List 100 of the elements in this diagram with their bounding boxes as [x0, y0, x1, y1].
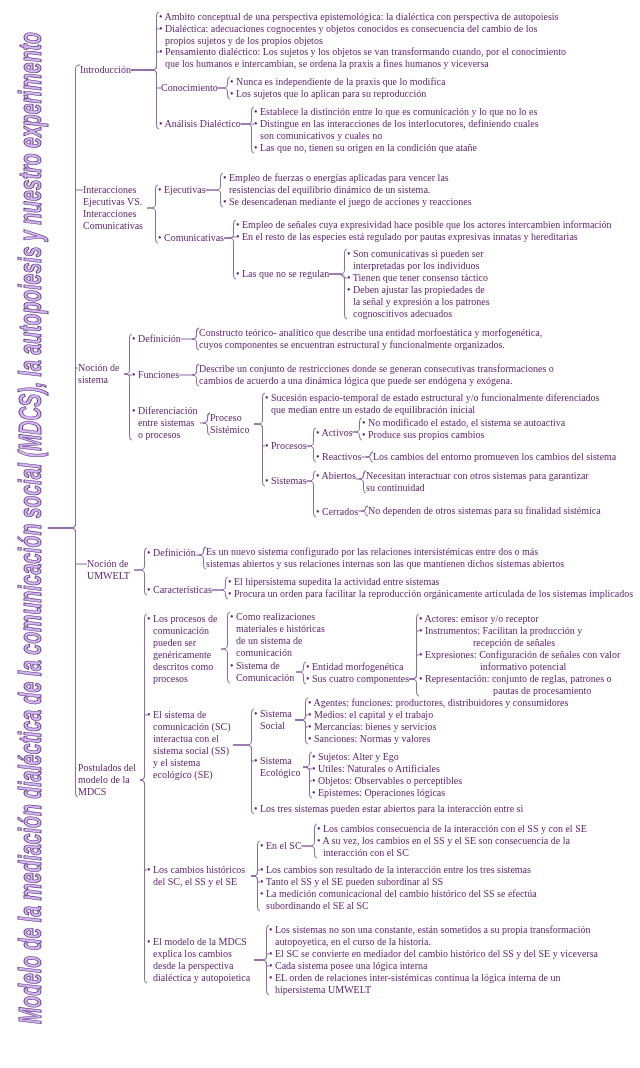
list-item: • Produce sus propios cambios	[362, 429, 485, 441]
curly-brace	[294, 719, 309, 745]
list-item: • En el SC	[260, 840, 302, 852]
curly-brace	[199, 412, 211, 436]
curly-brace	[180, 327, 200, 351]
curly-brace	[328, 273, 348, 320]
curly-brace	[306, 480, 317, 518]
description-text: Constructo teórico- analítico que describe una entidad morfoestática y morfogenética, cuyos componentes se encuentran estructural y funcionalmente organizados.	[199, 327, 549, 351]
list-item: • Deben ajustar las propiedades de la señal y expresión a los patrones cognoscitivos adecuados	[347, 284, 493, 320]
list-item: • Los cambios son resultado de la interacción entre los tres sistemas	[260, 864, 531, 876]
list-item: • Las que no, tienen su origen en la condición que atañe	[254, 142, 477, 154]
list-item: • Agentes: funciones: productores, distribuidores y consumidores	[308, 697, 569, 709]
curly-brace	[240, 123, 255, 154]
curly-brace	[123, 333, 133, 375]
curly-brace	[123, 373, 133, 441]
list-item: • Utiles: Naturales o Artificiales	[312, 763, 440, 775]
list-item: • Procesos	[265, 440, 307, 452]
curly-brace	[217, 87, 231, 100]
description-text: Describe un conjunto de restricciones donde se generan consecutivas transformaciones o cambios de acuerdo a una dinámica lógica que puede ser endógena y exógena.	[199, 363, 561, 387]
list-item: • EL orden de relaciones inter-sistémicas continua la lógica interna de un hipersistema UMWELT	[269, 972, 571, 996]
list-item: • Ambito conceptual de una perspectiva epistemológica: la dialéctica con perspectiva de autopoiesis	[159, 11, 559, 23]
list-item: • Epistemes: Operaciones lógicas	[312, 787, 446, 799]
list-item: • Los tres sistemas pueden estar abiertos para la interacción entre si	[254, 803, 524, 815]
curly-brace	[139, 714, 148, 781]
list-item: • Expresiones: Configuración de señales con valor informativo potencial	[419, 649, 627, 673]
curly-brace	[253, 959, 270, 996]
curly-brace	[355, 470, 367, 494]
section-heading: Postulados del modelo de la MDCS	[78, 762, 140, 798]
list-item: • Distingue en las interacciones de los interlocutores, definiendo cuales son comunicativos y cuales no	[254, 118, 548, 142]
list-item: • Objetos: Observables o perceptibles	[312, 775, 463, 787]
curly-brace	[220, 648, 231, 684]
curly-brace	[360, 451, 374, 463]
list-item: • Nunca es independiente de la praxis que lo modifica	[230, 76, 446, 88]
list-item: • Sus cuatro componentes	[306, 673, 410, 685]
description-text: Necesitan interactuar con otros sistemas para garantizar su continuidad	[366, 470, 594, 494]
list-item: • Medios: el capital y el trabajo	[308, 709, 434, 721]
description-text: Los cambios del entorno promueven los cambios del sistema	[373, 451, 617, 463]
list-item: • Actores: emisor y/o receptor	[419, 613, 539, 625]
list-item: • Instrumentos: Facilitan la producción y recepción de señales	[419, 625, 589, 649]
list-item: • Entidad morfogenética	[306, 661, 404, 673]
curly-brace	[408, 678, 420, 697]
curly-brace	[352, 431, 363, 441]
list-item: • Tienen que tener consenso táctico	[347, 272, 488, 284]
list-item: • Son comunicativas si pueden ser interpretadas por los individuos	[347, 248, 488, 272]
list-item: • Definición	[147, 547, 196, 559]
curly-brace	[47, 527, 79, 798]
list-item: • Sistema de Comunicación	[230, 660, 296, 684]
list-item: • Los sistemas no son una constante, están sometidos a su propia transformación autopoyetica, en el curso de la historia.	[269, 924, 601, 948]
list-item: • A su vez, los cambios en el SS y el SE son consecuencia de la interacción con el SC	[317, 835, 577, 859]
list-item: • Las que no se regulan	[236, 268, 330, 280]
list-item: • Sanciones: Normas y valores	[308, 733, 431, 745]
list-item: • Comunicativas	[158, 232, 224, 244]
curly-brace	[205, 189, 224, 208]
list-item: • Como realizaciones materiales e históricas de un sistema de comunicación	[230, 611, 330, 659]
list-item: • Pensamiento dialéctico: Los sujetos y los objetos se van transformando cuando, por el conocimiento que los humanos e intercambian, se ordena la praxis a fines humanos y viceversa	[159, 46, 573, 70]
curly-brace	[195, 546, 207, 570]
list-item: • Sistema Social	[254, 708, 295, 732]
list-item: • El hipersistema supedita la actividad entre sistemas	[228, 576, 440, 588]
curly-brace	[357, 505, 369, 517]
list-item: • Funciones	[132, 369, 180, 381]
list-item: • Dialéctica: adecuaciones cognocentes y objetos conocidos es consecuencia del cambio de los propios sujetos y de los propios objetos	[159, 23, 547, 47]
list-item: • Tanto el SS y el SE pueden subordinar al SS	[260, 876, 444, 888]
list-item: • No modificado el estado, el sistema se autoactiva	[362, 417, 566, 429]
list-item: • La medición comunicacional del cambio histórico del SS se efectúa subordinando el SE al SC	[260, 888, 544, 912]
list-item: • Abiertos	[316, 470, 356, 482]
section-heading: Noción de UMWELT	[87, 558, 134, 582]
list-item: • Establece la distinción entre lo que es comunicación y lo que no lo es	[254, 106, 538, 118]
list-item: • Sistema Ecológico	[254, 755, 303, 779]
list-item: • El SC se convierte en mediador del cambio histórico del SS y del SE y viceversa	[269, 948, 598, 960]
curly-brace	[301, 845, 318, 859]
curly-brace	[146, 207, 159, 244]
list-item: • Diferenciación entre sistemas o procesos	[132, 405, 200, 441]
list-item: • En el resto de las especies está regulado por pautas expresivas innatas y hereditarias	[236, 231, 578, 243]
curly-brace	[178, 363, 200, 387]
list-item: • Empleo de señales cuya expresividad hace posible que los actores intercambien información	[236, 219, 612, 231]
list-item: • Sistemas	[265, 475, 307, 487]
list-item: • Activos	[316, 427, 353, 439]
subtopic-text: Conocimiento	[161, 82, 218, 94]
list-item: • Los cambios históricos del SC, el SS y el SE	[147, 864, 251, 888]
list-item: • Definición	[132, 333, 181, 345]
list-item: • Cerrados	[316, 506, 359, 518]
list-item: • Los cambios consecuencia de la interacción con el SS y con el SE	[317, 823, 587, 835]
curly-brace	[302, 766, 313, 799]
list-item: • Los sujetos que lo aplican para su reproducción	[230, 88, 427, 100]
curly-brace	[232, 744, 255, 815]
section-heading: Interacciones Ejecutivas VS. Interacciones Comunicativas	[83, 184, 147, 232]
curly-brace	[130, 69, 160, 130]
list-item: • Cada sistema posee una lógica interna	[269, 960, 428, 972]
list-item: • El sistema de comunicación (SC) interactua con el sistema social (SS) y el sistema ecológico (SE)	[147, 709, 233, 781]
section-heading: Noción de sistema	[78, 362, 124, 386]
list-item: • Reactivos	[316, 451, 362, 463]
list-item: • Los procesos de comunicación pueden ser genéricamente descritos como procesos	[147, 613, 221, 685]
description-text: Es un nuevo sistema configurado por las relaciones intersistémicas entre dos o más sistemas abiertos y sus relaciones internas son las que mantienen dichos sistemas abiertos	[206, 546, 570, 570]
subtopic-text: Proceso Sistémico	[210, 412, 254, 436]
curly-brace	[139, 779, 148, 984]
curly-brace	[253, 423, 266, 487]
list-item: • Sucesión espacio-temporal de estado estructural y/o funcionalmente diferenciados que median entre un estado de equilibración inicial	[265, 392, 607, 416]
list-item: • El modelo de la MDCS explica los cambios desde la perspectiva dialéctica y autopoietica	[147, 936, 254, 984]
list-item: • Características	[147, 584, 212, 596]
vertical-title: Modelo de la mediación dialéctica de la comunicación social (MDCS), la autopoiesis y nuestro experimento	[11, 32, 48, 1024]
